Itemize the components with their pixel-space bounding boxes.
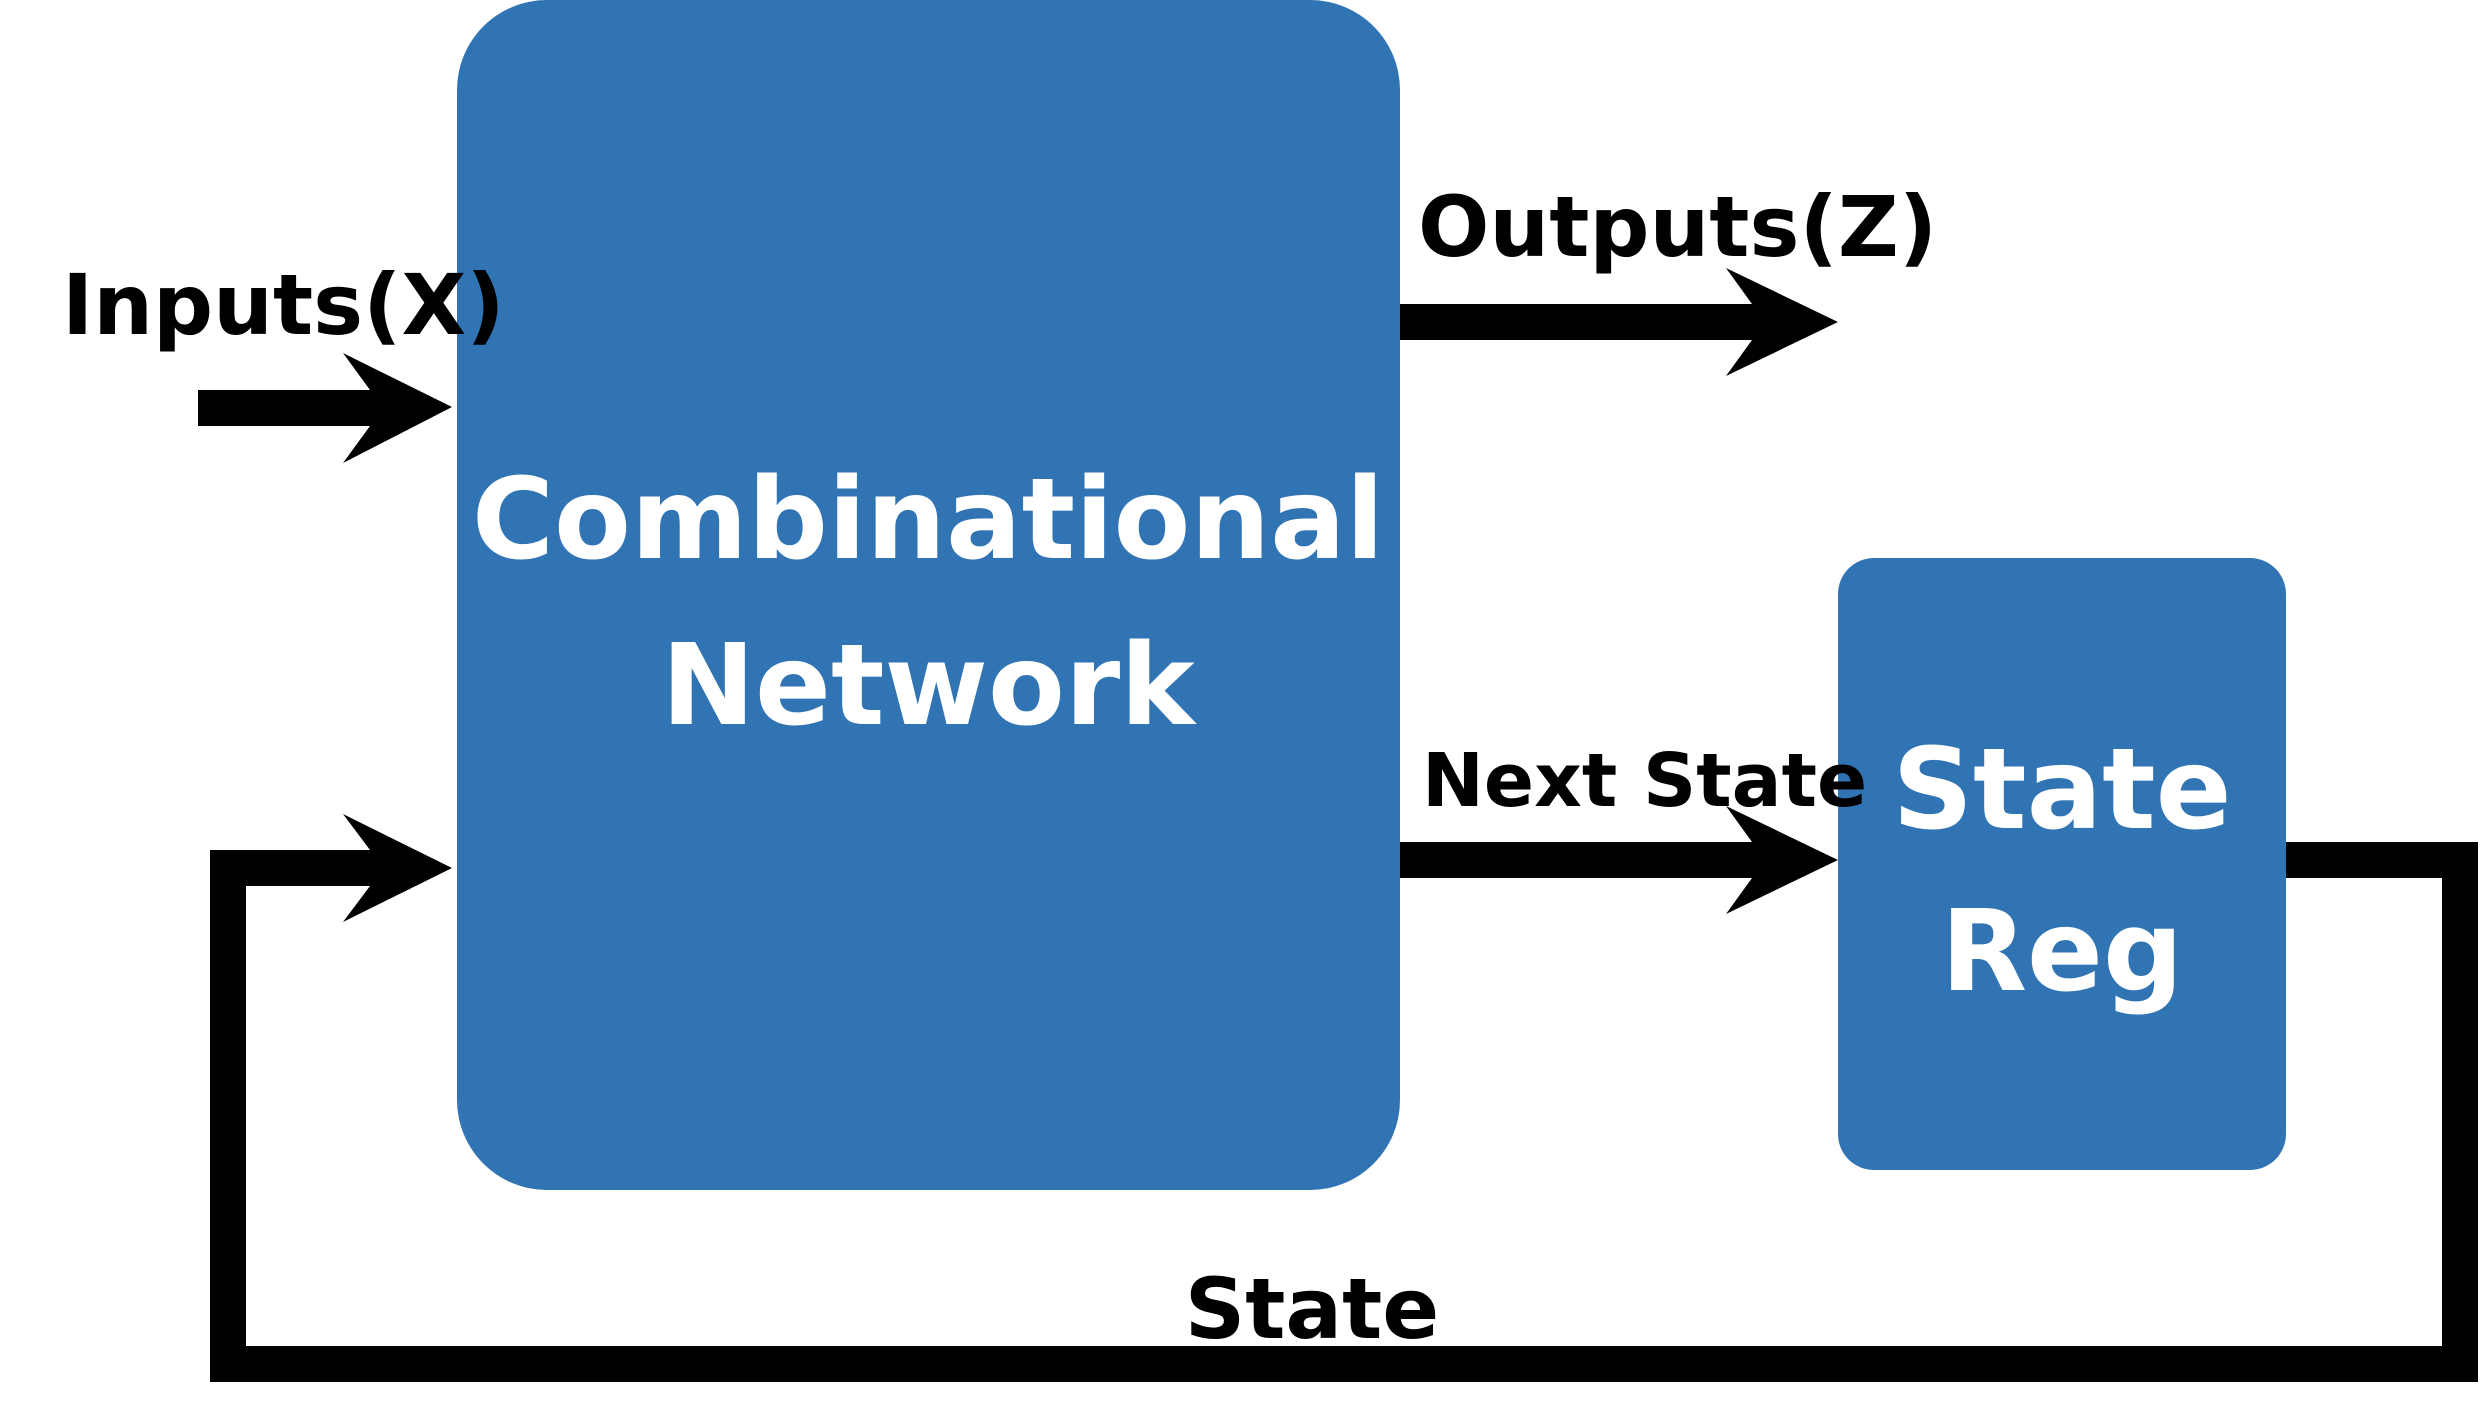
outputs-label: Outputs(Z): [1418, 178, 1937, 276]
inputs-label: Inputs(X): [62, 256, 505, 354]
next-state-label: Next State: [1422, 738, 1867, 824]
inputs-arrow: Inputs(X): [62, 256, 505, 463]
outputs-arrow: Outputs(Z): [1400, 178, 1937, 376]
inputs-arrow-shaft: [198, 390, 380, 426]
combinational-network-block: Combinational Network: [457, 0, 1400, 1190]
next-state-arrow: Next State: [1400, 738, 1867, 914]
state-feedback-arrow-head: [343, 814, 452, 922]
next-state-arrow-shaft: [1400, 842, 1755, 878]
combinational-network-label-line2: Network: [661, 621, 1197, 751]
state-feedback-line: [210, 842, 2478, 1382]
state-feedback-label: State: [1185, 1260, 1439, 1358]
state-reg-label-line1: State: [1892, 725, 2231, 855]
combinational-network-label-line1: Combinational: [472, 455, 1384, 585]
outputs-arrow-shaft: [1400, 304, 1755, 340]
state-reg-block: State Reg: [1838, 558, 2286, 1170]
inputs-arrow-head: [343, 353, 452, 463]
outputs-arrow-head: [1726, 268, 1838, 376]
combinational-network-box: [457, 0, 1400, 1190]
state-reg-box: [1838, 558, 2286, 1170]
state-reg-label-line2: Reg: [1941, 887, 2183, 1017]
state-feedback-loop: State: [210, 814, 2478, 1382]
next-state-arrow-head: [1726, 806, 1838, 914]
